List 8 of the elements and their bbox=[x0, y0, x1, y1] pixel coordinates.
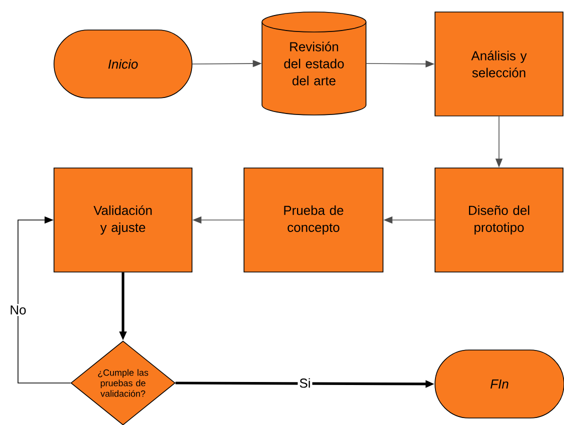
database-cylinder: Revisión del estado del arte bbox=[262, 12, 366, 116]
process-box: Validación y ajuste bbox=[54, 168, 192, 272]
process-box: Prueba de concepto bbox=[244, 168, 384, 272]
process-box: Análisis y selección bbox=[434, 12, 564, 116]
arrow bbox=[18, 216, 71, 384]
edge-label: Si bbox=[298, 376, 312, 390]
process-box: Diseño del prototipo bbox=[434, 168, 564, 272]
edge-label: No bbox=[8, 304, 28, 316]
